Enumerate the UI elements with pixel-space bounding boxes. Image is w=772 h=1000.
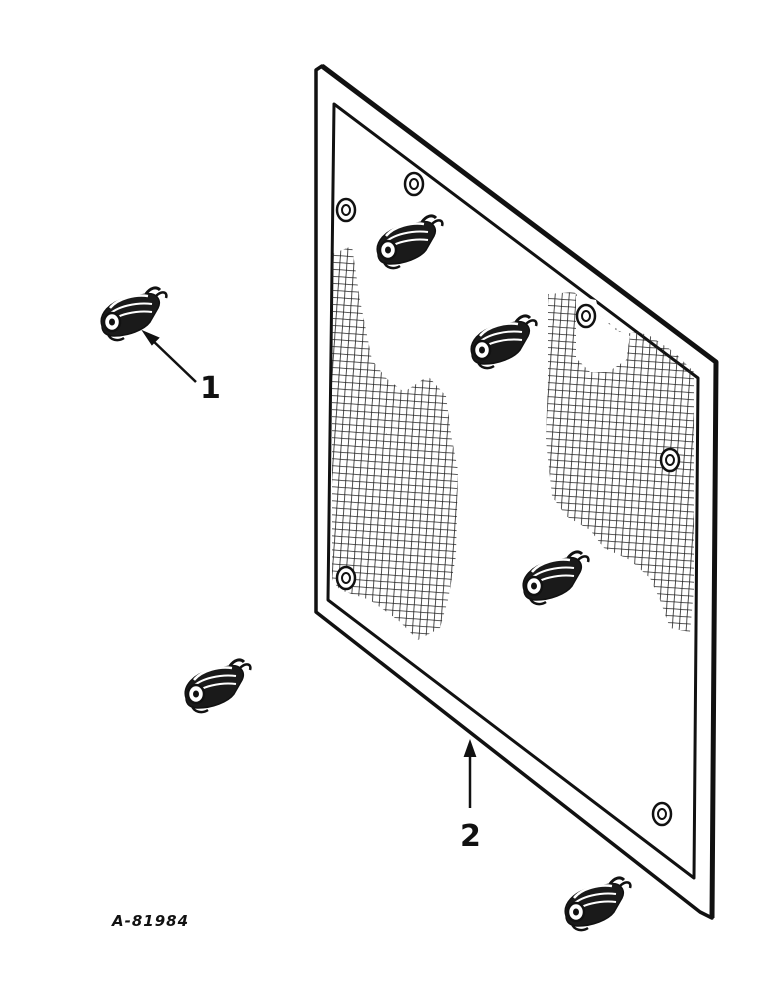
- callout-label-1: 1: [200, 371, 221, 406]
- spring-clip-fastener-icon: [563, 876, 632, 932]
- callout-arrow-2: [463, 739, 477, 808]
- callout-label-2: 2: [460, 819, 481, 854]
- spring-clip-fastener-icon: [99, 286, 168, 342]
- callout-arrow-1: [141, 329, 197, 383]
- mounting-hole: [651, 801, 673, 827]
- spring-clip-fastener-icon: [183, 658, 252, 714]
- mounting-hole: [403, 171, 425, 197]
- mesh-left: [332, 246, 458, 640]
- mesh-right: [546, 292, 694, 632]
- screen-panel: [314, 64, 719, 920]
- figure-reference: A-81984: [111, 912, 189, 930]
- panel-edge: [320, 64, 719, 919]
- mounting-hole: [659, 447, 681, 473]
- mounting-hole: [335, 565, 357, 591]
- mounting-hole: [575, 303, 597, 329]
- panel-inner-border: [326, 102, 700, 880]
- mounting-hole: [335, 197, 357, 223]
